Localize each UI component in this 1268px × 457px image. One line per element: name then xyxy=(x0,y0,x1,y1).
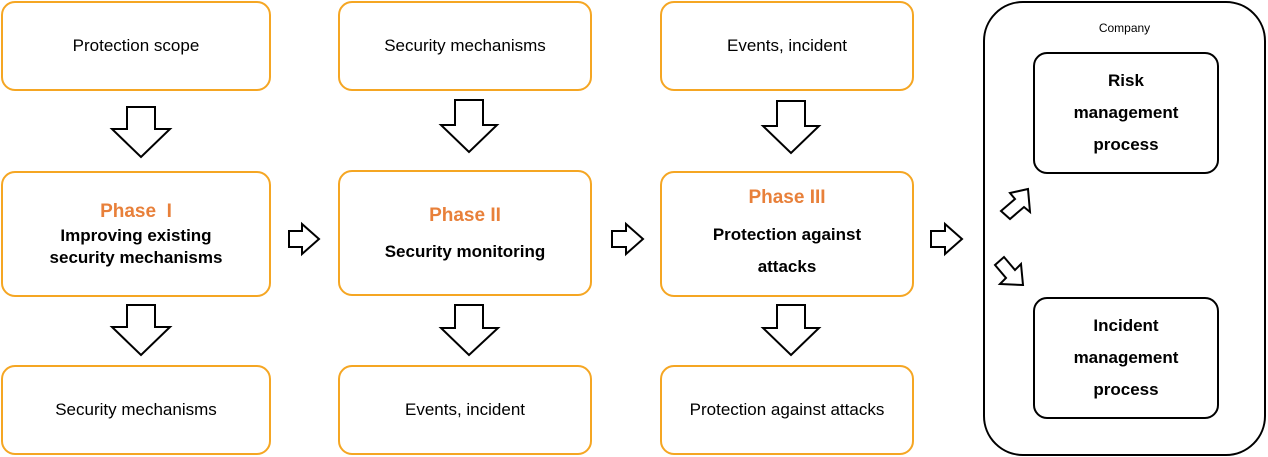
company-container xyxy=(983,1,1266,456)
right-arrow-icon xyxy=(930,221,964,257)
incident-management-box: Incident management process xyxy=(1033,297,1219,419)
output-label: Protection against attacks xyxy=(689,400,885,419)
input-label: Security mechanisms xyxy=(384,36,546,55)
input-box-protection-scope: Protection scope xyxy=(1,1,271,91)
diagonal-arrow-down-right-icon xyxy=(993,255,1025,287)
diagonal-arrow-up-right-icon xyxy=(999,187,1032,221)
risk-management-box: Risk management process xyxy=(1033,52,1219,174)
down-arrow-icon xyxy=(760,304,822,357)
output-box-protection-against-attacks: Protection against attacks xyxy=(660,365,914,455)
right-arrow-icon xyxy=(611,221,645,257)
phase-description: Protection against attacks xyxy=(712,225,862,276)
phase-description: Security monitoring xyxy=(384,242,546,261)
input-box-events-incident: Events, incident xyxy=(660,1,914,91)
input-label: Events, incident xyxy=(726,36,847,55)
phase-title: Phase I xyxy=(100,201,172,222)
company-label: Company xyxy=(1098,21,1151,35)
down-arrow-icon xyxy=(109,106,173,159)
right-arrow-icon xyxy=(288,221,321,257)
phase-title: Phase III xyxy=(748,187,826,208)
phase-box-2: Phase II Security monitoring xyxy=(338,170,592,296)
phase-description: Improving existing security mechanisms xyxy=(49,226,223,267)
phase-box-1: Phase I Improving existing security mech… xyxy=(1,171,271,297)
down-arrow-icon xyxy=(760,100,822,155)
output-label: Security mechanisms xyxy=(55,400,217,419)
down-arrow-icon xyxy=(438,304,501,357)
risk-management-label: Risk management process xyxy=(1073,71,1179,154)
phase-box-3: Phase III Protection against attacks xyxy=(660,171,914,297)
incident-management-label: Incident management process xyxy=(1073,316,1179,399)
output-box-events-incident: Events, incident xyxy=(338,365,592,455)
input-label: Protection scope xyxy=(72,36,200,55)
down-arrow-icon xyxy=(438,99,500,154)
down-arrow-icon xyxy=(109,304,173,357)
input-box-security-mechanisms: Security mechanisms xyxy=(338,1,592,91)
phase-title: Phase II xyxy=(429,205,501,226)
output-box-security-mechanisms: Security mechanisms xyxy=(1,365,271,455)
output-label: Events, incident xyxy=(404,400,525,419)
